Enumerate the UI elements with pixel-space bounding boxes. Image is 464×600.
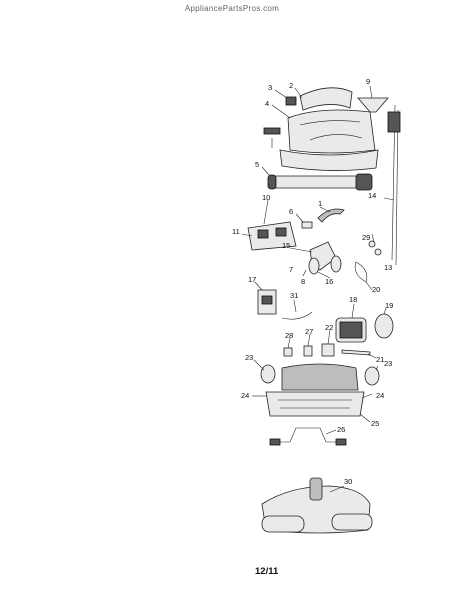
callout-29: 29 [362, 233, 370, 242]
callout-15: 15 [282, 241, 290, 250]
callout-27: 27 [305, 327, 313, 336]
part-4-hood [287, 109, 376, 154]
callout-23-right: 23 [384, 359, 392, 368]
part-21-rod [341, 349, 371, 356]
page-code: 12/11 [255, 566, 279, 577]
part-16-wheel-left [308, 257, 320, 275]
callout-18: 18 [349, 295, 357, 304]
part-26-handle [276, 427, 340, 443]
part-3-clip [285, 96, 297, 106]
part-2-top-cover [299, 87, 353, 111]
callout-8: 8 [301, 277, 305, 286]
callout-13: 13 [384, 263, 392, 272]
callout-4: 4 [265, 99, 269, 108]
part-31-wire [281, 311, 313, 320]
part-16-wheel-right [330, 255, 342, 273]
callout-3: 3 [268, 83, 272, 92]
callout-26: 26 [337, 425, 345, 434]
part-1-arc [317, 208, 345, 223]
callout-31: 31 [290, 291, 298, 300]
part-25-base [265, 391, 365, 417]
callout-9: 9 [366, 77, 370, 86]
callout-24-left: 24 [241, 391, 249, 400]
callout-21: 21 [376, 355, 384, 364]
callout-6: 6 [289, 207, 293, 216]
callout-24-right: 24 [376, 391, 384, 400]
callout-17: 17 [248, 275, 256, 284]
part-22 [321, 343, 335, 357]
callout-labels: 1 2 3 4 5 6 7 8 9 10 11 13 14 15 16 17 1… [232, 77, 393, 486]
callout-2: 2 [289, 81, 293, 90]
callout-11: 11 [232, 227, 240, 236]
part-27 [303, 345, 313, 357]
part-6 [301, 221, 313, 229]
watermark: AppliancePartsPros.com [184, 4, 280, 13]
callout-23-left: 23 [245, 353, 253, 362]
callout-5: 5 [255, 160, 259, 169]
part-8-filter [263, 127, 281, 135]
part-19-cap [374, 313, 394, 339]
callout-28: 28 [285, 331, 293, 340]
callout-20: 20 [372, 285, 380, 294]
callout-10: 10 [262, 193, 270, 202]
leader-lines [241, 85, 395, 493]
part-28 [283, 347, 293, 357]
callout-25: 25 [371, 419, 379, 428]
callout-22: 22 [325, 323, 333, 332]
callout-7: 7 [289, 265, 293, 274]
part-5-brushroll [269, 175, 371, 189]
part-23-wheel-left [260, 364, 276, 384]
callout-1: 1 [318, 199, 322, 208]
callout-16: 16 [325, 277, 333, 286]
part-20-belt [354, 261, 368, 283]
callout-14: 14 [368, 191, 376, 200]
part-9-cup [357, 97, 389, 113]
callout-30: 30 [344, 477, 352, 486]
callout-19: 19 [385, 301, 393, 310]
part-23-wheel-right [364, 366, 380, 386]
